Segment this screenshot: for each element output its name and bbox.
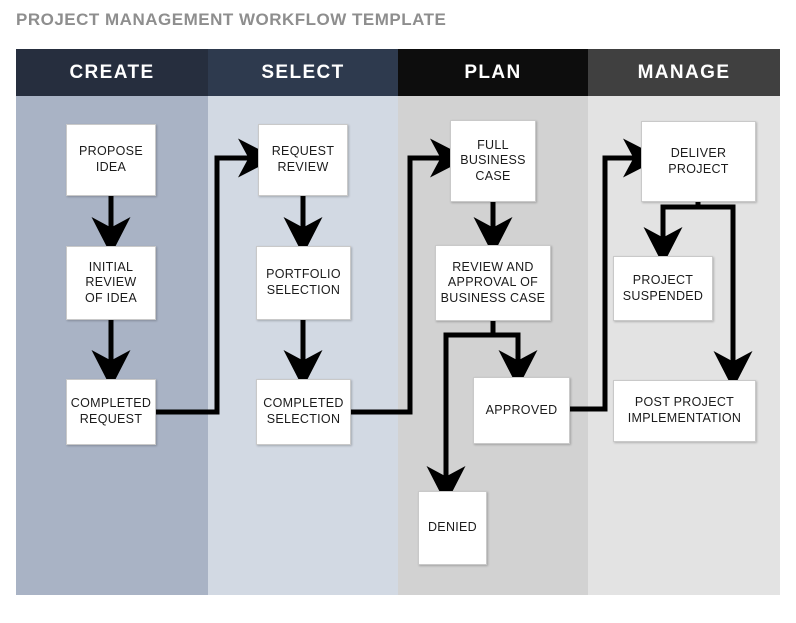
connector-review-to-approved — [490, 320, 538, 389]
node-label-denied: DENIED — [427, 520, 478, 535]
node-label-initial-review: INITIAL REVIEW OF IDEA — [84, 259, 138, 305]
node-label-propose-idea: PROPOSE IDEA — [79, 144, 143, 174]
node-label-review-approval: REVIEW AND APPROVAL OF BUSINESS CASE — [440, 259, 546, 305]
node-denied[interactable]: DENIED — [418, 491, 487, 565]
node-deliver-project[interactable]: DELIVER PROJECT — [641, 121, 756, 202]
node-label-full-business-case: FULL BUSINESS CASE — [460, 137, 526, 183]
node-review-approval[interactable]: REVIEW AND APPROVAL OF BUSINESS CASE — [435, 245, 551, 321]
connector-completed-selection-to-full-business-case — [348, 138, 469, 415]
node-propose-idea[interactable]: PROPOSE IDEA — [66, 124, 156, 196]
node-label-portfolio-selection: PORTFOLIO SELECTION — [266, 267, 341, 297]
connector-deliver-to-post-project — [695, 202, 753, 390]
lane-label-create: CREATE — [69, 61, 155, 83]
node-post-project-implementation[interactable]: POST PROJECT IMPLEMENTATION — [613, 380, 756, 442]
node-request-review[interactable]: REQUEST REVIEW — [258, 124, 348, 196]
node-completed-selection[interactable]: COMPLETED SELECTION — [256, 379, 351, 445]
lane-header-plan: PLAN — [398, 49, 588, 96]
connector-deliver-to-suspended — [643, 202, 701, 266]
node-label-approved: APPROVED — [485, 402, 558, 417]
connector-approved-to-deliver — [570, 138, 662, 412]
lane-header-manage: MANAGE — [588, 49, 780, 96]
node-label-completed-request: COMPLETED REQUEST — [70, 396, 152, 426]
node-label-completed-selection: COMPLETED SELECTION — [263, 396, 344, 426]
node-completed-request[interactable]: COMPLETED REQUEST — [66, 379, 156, 445]
node-label-deliver-project: DELIVER PROJECT — [668, 145, 729, 176]
node-full-business-case[interactable]: FULL BUSINESS CASE — [450, 120, 536, 202]
page-title: PROJECT MANAGEMENT WORKFLOW TEMPLATE — [16, 10, 447, 29]
lane-label-manage: MANAGE — [637, 61, 731, 83]
lane-label-select: SELECT — [261, 61, 345, 83]
node-approved[interactable]: APPROVED — [473, 377, 570, 444]
lane-label-plan: PLAN — [464, 61, 522, 83]
node-label-request-review: REQUEST REVIEW — [271, 144, 335, 174]
node-label-project-suspended: PROJECT SUSPENDED — [622, 272, 704, 303]
connector-completed-request-to-request-review — [156, 138, 277, 415]
node-initial-review[interactable]: INITIAL REVIEW OF IDEA — [66, 246, 156, 320]
connector-review-to-denied — [426, 320, 496, 505]
node-project-suspended[interactable]: PROJECT SUSPENDED — [613, 256, 713, 321]
node-portfolio-selection[interactable]: PORTFOLIO SELECTION — [256, 246, 351, 320]
lane-header-select: SELECT — [208, 49, 398, 96]
node-label-post-project-implementation: POST PROJECT IMPLEMENTATION — [627, 395, 742, 425]
lane-header-create: CREATE — [16, 49, 208, 96]
